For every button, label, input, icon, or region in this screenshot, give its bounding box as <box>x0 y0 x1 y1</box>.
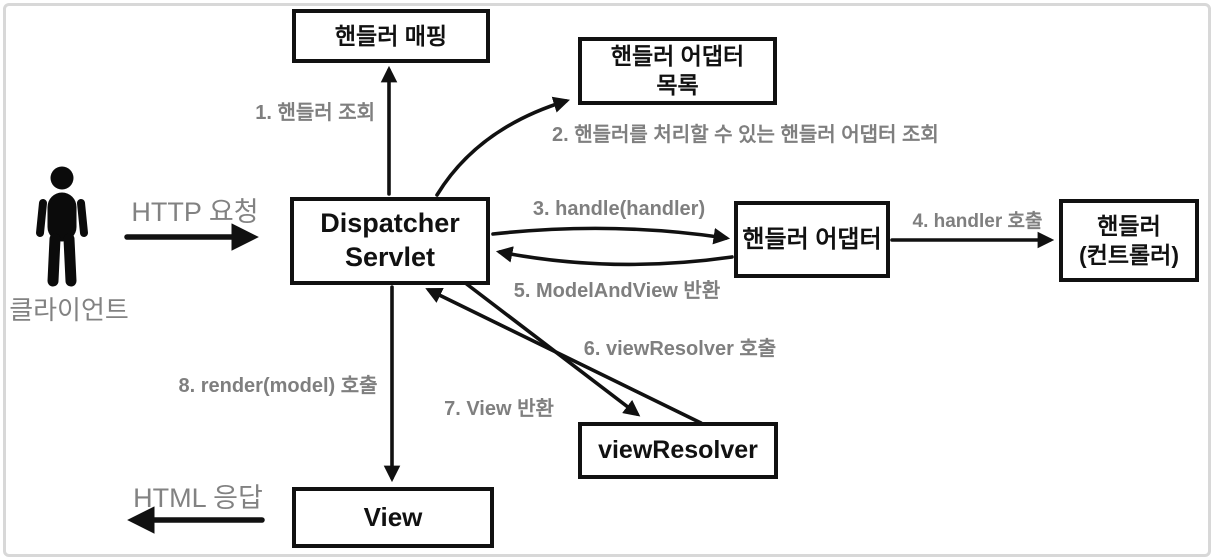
node-handler-adapter-label: 핸들러 어댑터 <box>742 225 882 253</box>
node-handler-adapter: 핸들러 어댑터 <box>734 201 890 278</box>
node-handler-controller-label: 핸들러 (컨트롤러) <box>1079 212 1179 268</box>
node-dispatcher-servlet: Dispatcher Servlet <box>290 197 490 285</box>
label-html-response: HTML 응답 <box>133 483 263 513</box>
label-step3: 3. handle(handler) <box>532 198 706 220</box>
label-step1: 1. 핸들러 조회 <box>255 102 375 124</box>
label-step2: 2. 핸들러를 처리할 수 있는 핸들러 어댑터 조회 <box>552 124 939 146</box>
label-step8: 8. render(model) 호출 <box>178 375 378 397</box>
label-http-request: HTTP 요청 <box>131 197 259 227</box>
node-view: View <box>292 487 494 548</box>
node-view-label: View <box>363 502 423 533</box>
arrow-step3-handle <box>491 226 731 245</box>
node-handler-adapter-list: 핸들러 어댑터 목록 <box>578 37 777 105</box>
node-handler-controller: 핸들러 (컨트롤러) <box>1059 199 1199 282</box>
node-handler-adapter-list-label: 핸들러 어댑터 목록 <box>610 43 745 98</box>
node-handler-mapping: 핸들러 매핑 <box>292 9 490 63</box>
label-client: 클라이언트 <box>9 295 129 325</box>
node-view-resolver: viewResolver <box>578 422 778 479</box>
client-person-icon <box>36 166 88 287</box>
node-dispatcher-servlet-label: Dispatcher Servlet <box>320 208 460 272</box>
label-step6: 6. viewResolver 호출 <box>583 338 777 360</box>
arrow-step5-modelandview-return <box>495 246 734 267</box>
node-handler-mapping-label: 핸들러 매핑 <box>334 22 448 49</box>
label-step7: 7. View 반환 <box>444 398 554 420</box>
arrow-step7-view-return <box>425 288 703 425</box>
arrow-step2-adapter-lookup <box>435 96 570 197</box>
label-step5: 5. ModelAndView 반환 <box>513 280 721 302</box>
label-step4: 4. handler 호출 <box>912 211 1043 232</box>
node-view-resolver-label: viewResolver <box>598 435 758 464</box>
